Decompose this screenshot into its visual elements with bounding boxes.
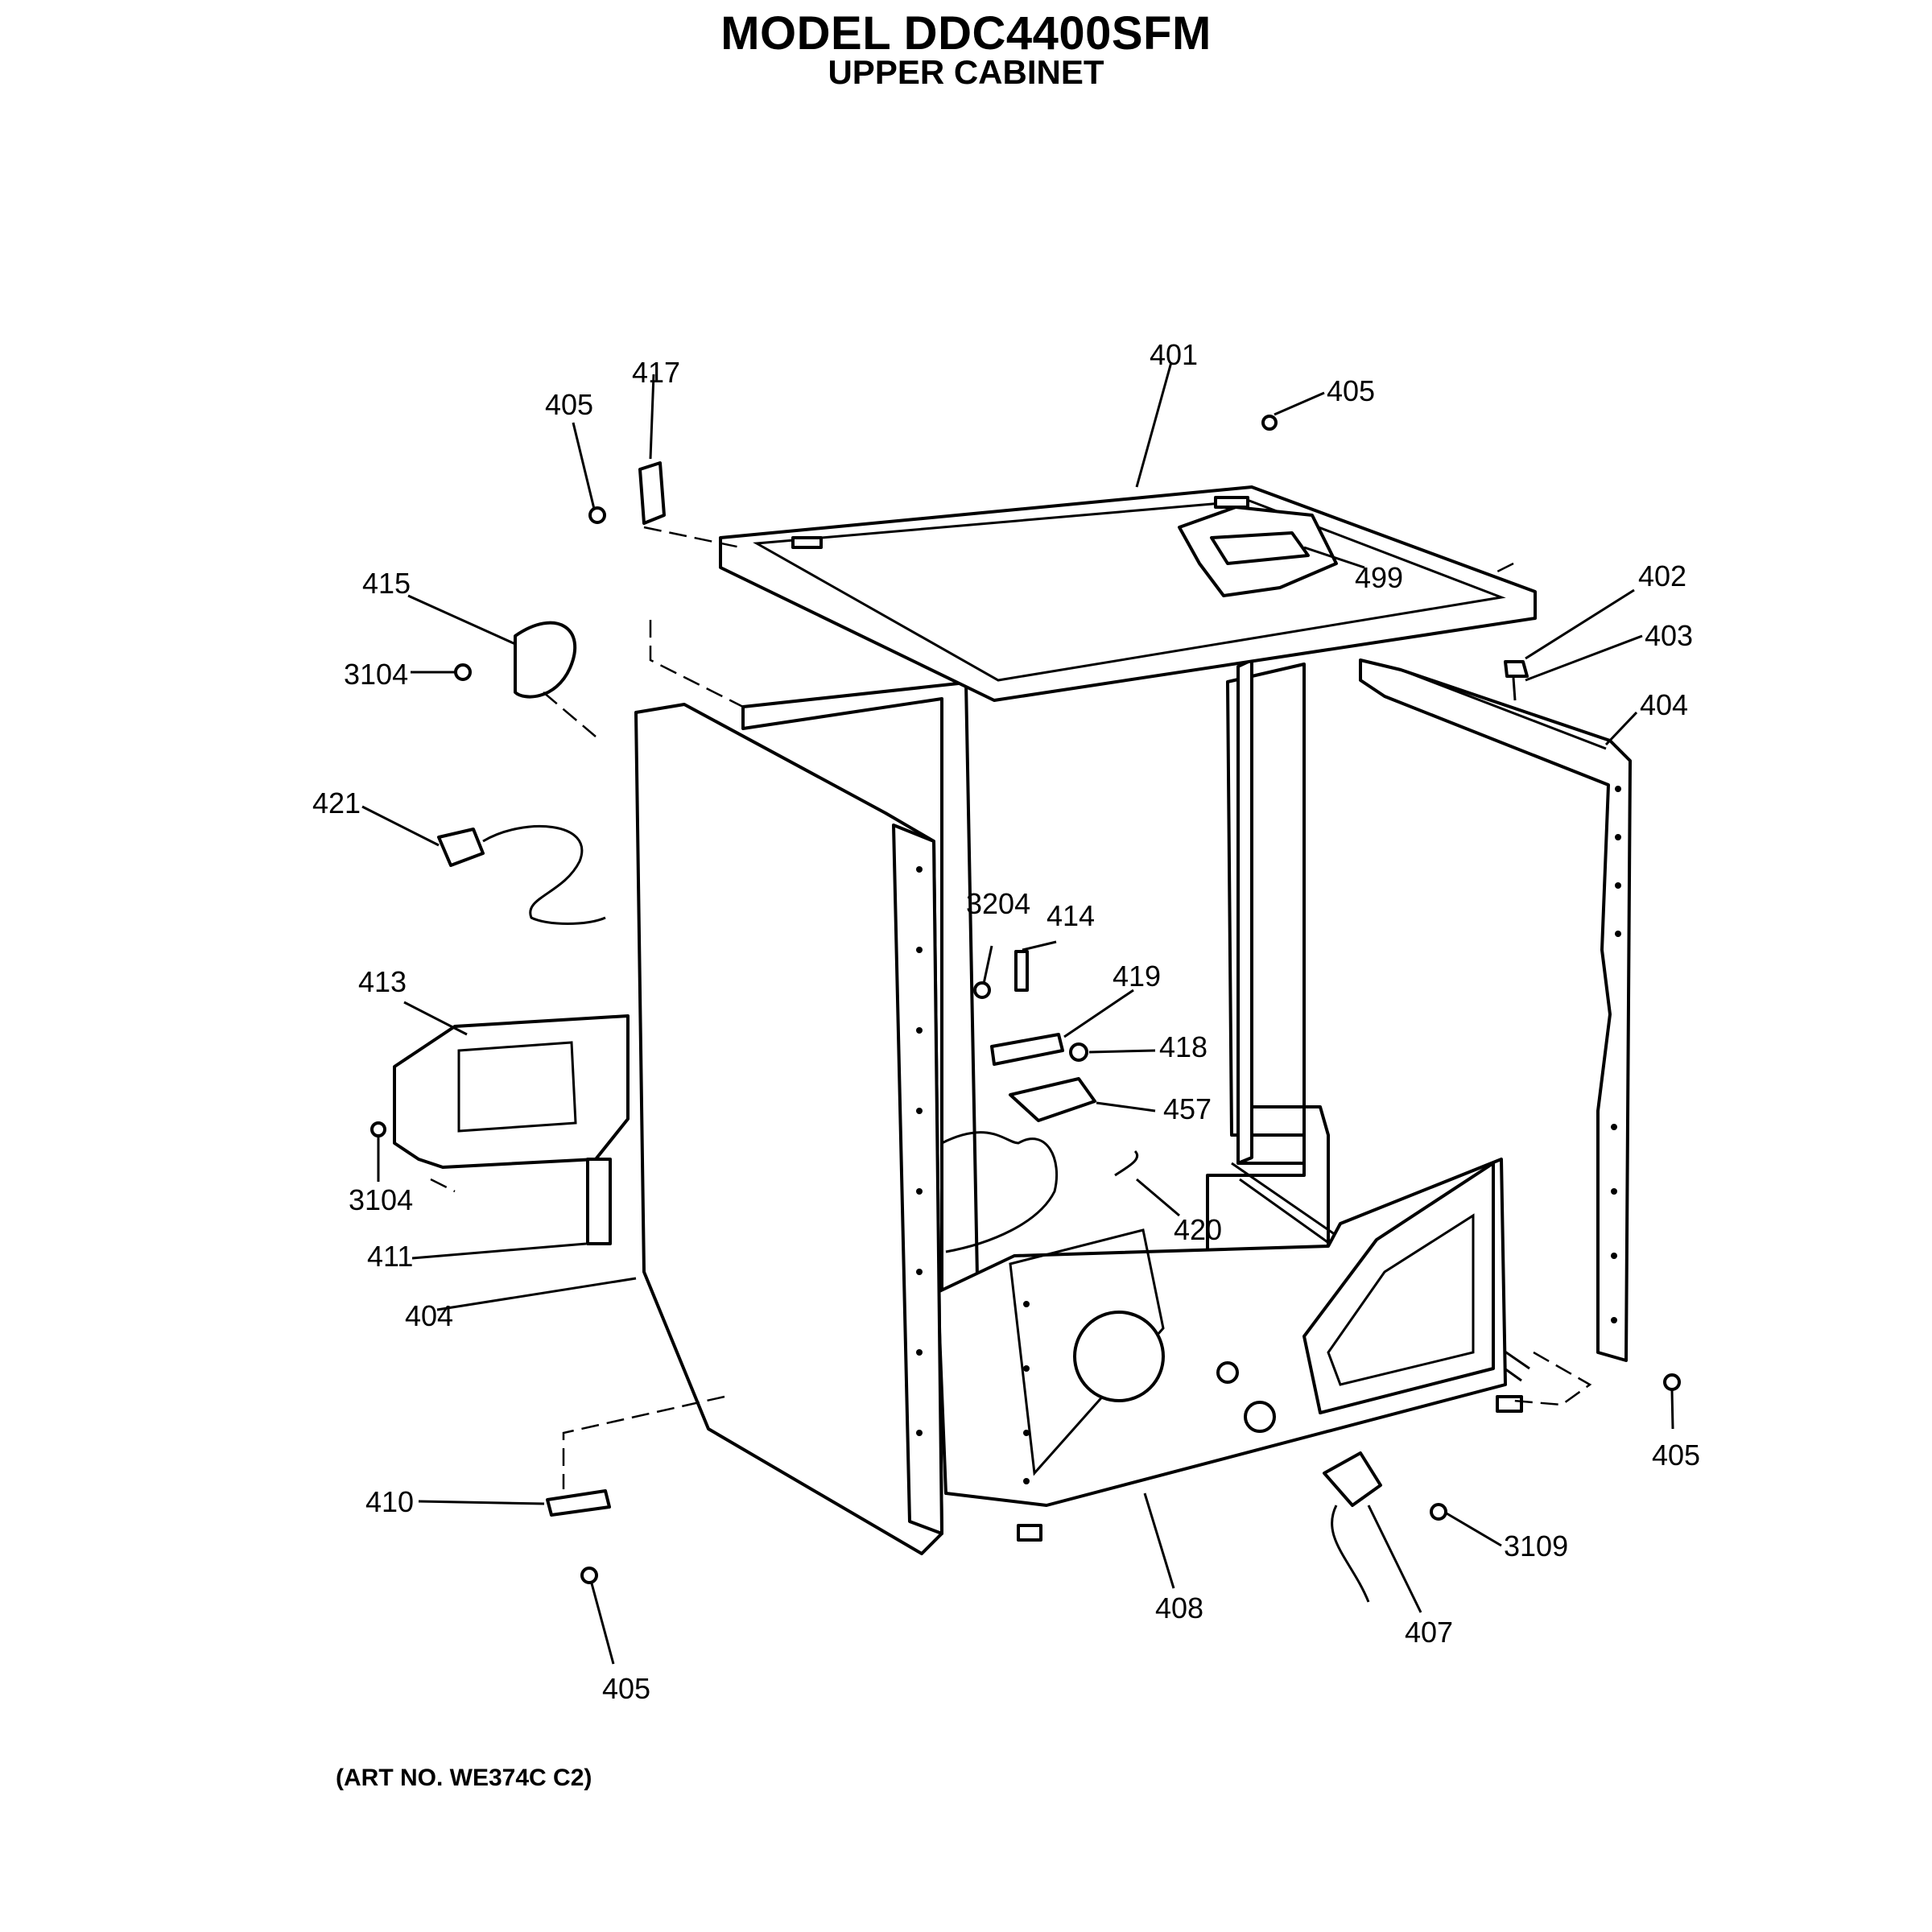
callout-3204: 3204 bbox=[966, 887, 1030, 920]
callout-3104-bottom: 3104 bbox=[349, 1183, 413, 1216]
callout-418: 418 bbox=[1159, 1030, 1208, 1063]
callout-404-right: 404 bbox=[1640, 688, 1688, 721]
callout-405-left: 405 bbox=[545, 388, 593, 421]
cabinet-top bbox=[719, 485, 1537, 702]
callout-413: 413 bbox=[358, 965, 407, 998]
callout-499: 499 bbox=[1355, 561, 1403, 594]
diagram-subtitle: UPPER CABINET bbox=[828, 53, 1104, 91]
callout-410: 410 bbox=[365, 1485, 414, 1518]
small-parts bbox=[370, 415, 1681, 1603]
callout-405-right: 405 bbox=[1652, 1439, 1700, 1472]
art-number: (ART NO. WE374C C2) bbox=[336, 1765, 592, 1791]
callout-404-left: 404 bbox=[405, 1299, 453, 1332]
callout-401: 401 bbox=[1150, 338, 1198, 371]
left-side-panel bbox=[634, 703, 1059, 1555]
callout-403: 403 bbox=[1645, 619, 1693, 652]
leader-lines bbox=[361, 361, 1674, 1665]
callout-405-bottom: 405 bbox=[602, 1672, 650, 1705]
callout-411: 411 bbox=[367, 1240, 413, 1273]
part-number-callouts: 401 405 417 405 499 402 403 404 415 3104… bbox=[312, 338, 1700, 1705]
callout-402: 402 bbox=[1638, 559, 1686, 592]
callout-408: 408 bbox=[1155, 1591, 1203, 1624]
callout-415: 415 bbox=[362, 567, 411, 600]
callout-420: 420 bbox=[1174, 1213, 1222, 1246]
callout-405-top: 405 bbox=[1327, 374, 1375, 407]
callout-417: 417 bbox=[632, 356, 680, 389]
callout-3109: 3109 bbox=[1504, 1530, 1568, 1563]
callout-419: 419 bbox=[1113, 960, 1161, 993]
callout-407: 407 bbox=[1405, 1616, 1453, 1649]
assembly-dashed-lines bbox=[430, 526, 1592, 1489]
front-frame bbox=[936, 1158, 1523, 1542]
callout-421: 421 bbox=[312, 786, 361, 819]
diagram-title: MODEL DDC4400SFM bbox=[720, 7, 1212, 60]
callout-414: 414 bbox=[1046, 899, 1095, 932]
callout-3104-top: 3104 bbox=[344, 658, 408, 691]
callout-457: 457 bbox=[1163, 1092, 1212, 1125]
